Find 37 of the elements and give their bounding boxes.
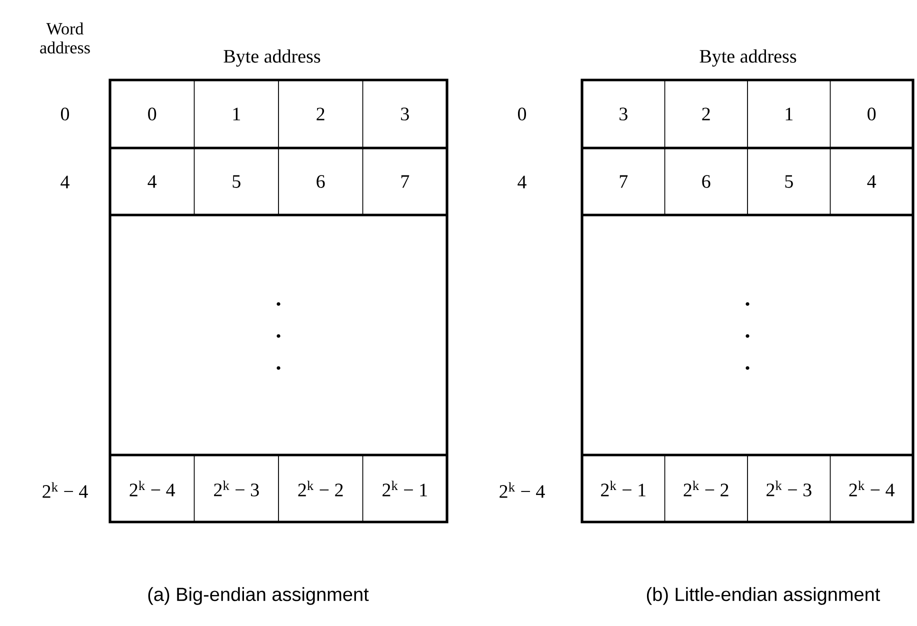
word-address-heading: Word address xyxy=(40,22,90,54)
byte-cell: 3 xyxy=(582,80,666,148)
ellipsis-box xyxy=(582,214,914,456)
byte-cell: 2$^{k}$ − 1 xyxy=(362,454,448,522)
byte-cell: 7 xyxy=(582,148,666,216)
byte-cell: 7 xyxy=(362,148,448,216)
column-heading: Byte address xyxy=(700,49,796,67)
word-address: 2$^{k}$ − 4 xyxy=(500,482,545,498)
byte-cell: 2$^{k}$ − 4 xyxy=(830,454,914,522)
byte-cell: 5 xyxy=(194,148,279,216)
byte-cell: 6 xyxy=(664,148,748,216)
byte-cell: 1 xyxy=(194,80,279,148)
byte-cell: 1 xyxy=(747,80,831,148)
word-address: 0 xyxy=(518,108,526,120)
word-address: 2$^{k}$ − 4 xyxy=(42,482,88,498)
byte-cell: 3 xyxy=(362,80,448,148)
column-heading: Byte address xyxy=(224,49,320,67)
byte-cell: 2$^{k}$ − 4 xyxy=(110,454,195,522)
byte-cell: 6 xyxy=(278,148,364,216)
byte-cell: 2$^{k}$ − 3 xyxy=(747,454,831,522)
byte-cell: 4 xyxy=(110,148,195,216)
byte-cell: 2$^{k}$ − 2 xyxy=(664,454,748,522)
byte-cell: 2 xyxy=(278,80,364,148)
word-address: 4 xyxy=(518,176,526,188)
ellipsis-box xyxy=(110,214,448,456)
byte-cell: 5 xyxy=(747,148,831,216)
word-address: 4 xyxy=(60,176,70,188)
byte-cell: 2$^{k}$ − 3 xyxy=(194,454,279,522)
byte-cell: 2$^{k}$ − 2 xyxy=(278,454,364,522)
byte-cell: 4 xyxy=(830,148,914,216)
byte-cell: 2$^{k}$ − 1 xyxy=(582,454,666,522)
word-address: 0 xyxy=(60,108,70,120)
byte-cell: 0 xyxy=(830,80,914,148)
byte-cell: 0 xyxy=(110,80,195,148)
caption: (a) Big-endian assignment xyxy=(148,587,369,605)
caption: (b) Little-endian assignment xyxy=(646,587,880,605)
byte-cell: 2 xyxy=(664,80,748,148)
